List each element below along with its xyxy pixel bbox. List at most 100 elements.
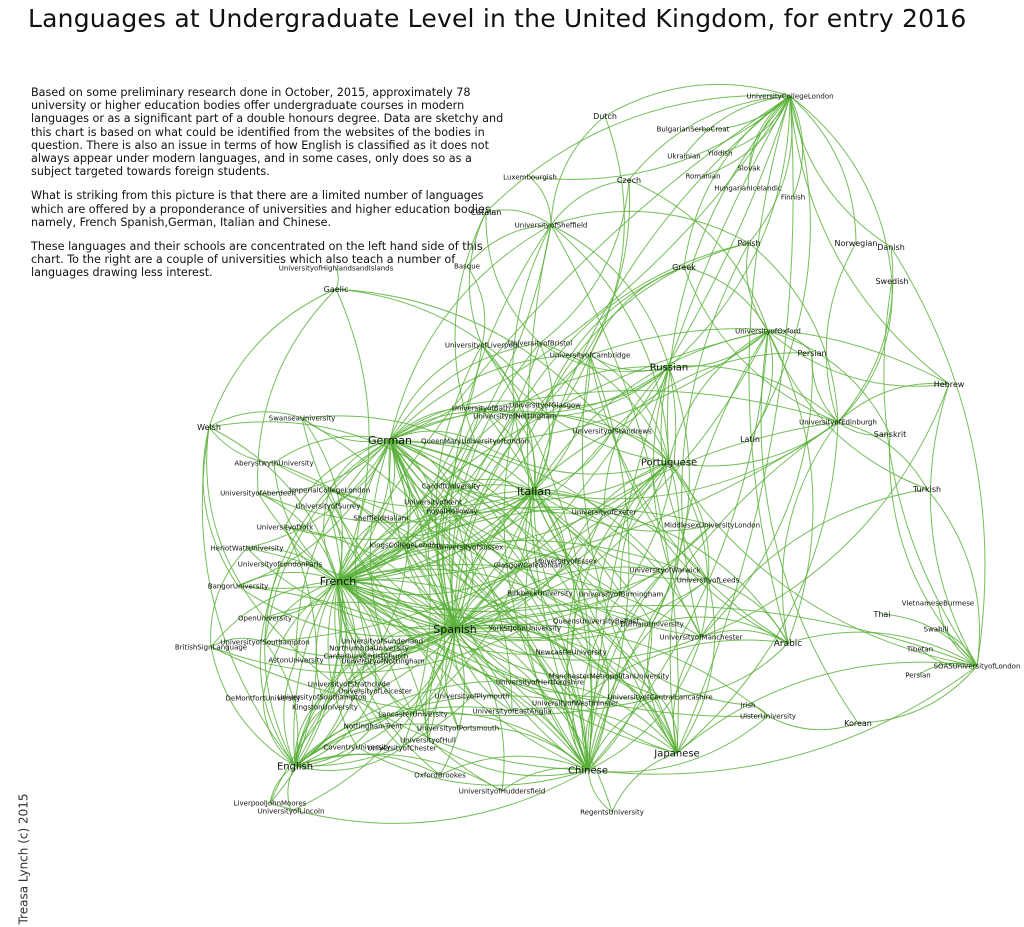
edge-cambridge-dutch	[589, 115, 625, 356]
edge-exeter-russian	[603, 366, 670, 513]
edge-oxford-russian	[668, 330, 769, 368]
edge-birkbeck-portuguese	[539, 461, 670, 594]
node-label-hebrew: Hebrew	[934, 380, 965, 389]
author-credit: Treasa Lynch (c) 2015	[16, 793, 31, 925]
edge-cardiff-chinese	[450, 485, 589, 771]
edge-southampton-french	[264, 580, 339, 643]
edge-imperial-japanese	[329, 489, 678, 754]
node-label-yiddish: Yiddish	[707, 149, 733, 157]
node-label-ucl: UniversityCollegeLondon	[746, 92, 833, 100]
node-label-surrey: UniversityofSurrey	[296, 502, 361, 510]
edge-soas-vietnamese	[937, 602, 978, 667]
edge-cardiff-italian	[450, 478, 535, 492]
node-label-swansea: SwanseaUniversity	[269, 414, 335, 422]
edge-heriotwatt-german	[246, 439, 391, 549]
edge-ucl-czech	[628, 95, 791, 181]
node-label-birkbeck: BirkbeckUniversity	[507, 589, 573, 597]
edge-southampton2-french	[315, 580, 339, 698]
edge-sheffield-french	[337, 224, 552, 582]
node-label-thai: Thai	[872, 610, 890, 619]
node-label-latin: Latin	[740, 435, 760, 444]
edge-york-german	[284, 439, 391, 528]
chart-title: Languages at Undergraduate Level in the …	[28, 4, 967, 33]
edge-sussex-spanish	[454, 546, 474, 630]
edge-ljmu-chinese	[269, 769, 589, 824]
edge-portsmouth-english	[294, 723, 459, 767]
edge-warwick-chinese	[587, 569, 666, 771]
node-label-lincoln: UniversityofLincoln	[258, 807, 325, 815]
edge-open-german	[264, 439, 391, 619]
node-label-welsh: Welsh	[197, 423, 221, 432]
edge-heriotwatt-french	[246, 547, 339, 582]
edge-kingston-english	[294, 706, 326, 767]
edge-uclan-japanese	[659, 696, 679, 754]
edge-mmu-chinese	[585, 675, 610, 771]
node-label-dutch: Dutch	[593, 112, 617, 121]
edge-cambridge-hebrew	[589, 328, 950, 385]
node-label-ulster: UlsterUniversity	[740, 712, 796, 720]
edge-mmu-italian	[533, 490, 610, 677]
node-label-romanian: Romanian	[685, 172, 720, 180]
node-label-nottingham: UniversityofNottingham	[473, 412, 557, 420]
edge-ucl-danish	[789, 95, 892, 248]
edge-bristol-catalan	[485, 211, 541, 344]
edge-ntu-french	[334, 580, 374, 727]
description-paragraph-2: What is striking from this picture is th…	[31, 189, 495, 229]
node-label-bath: UniversityofBath	[452, 404, 510, 412]
edge-hull-italian	[427, 490, 535, 741]
edge-italian-spanish	[454, 490, 535, 630]
node-label-plymouth: UniversityofPlymouth	[434, 692, 509, 700]
edge-leeds-spanish	[454, 579, 709, 639]
edge-manchester-portuguese	[668, 461, 709, 638]
node-label-catalan: Catalan	[471, 208, 502, 217]
node-label-turkish: Turkish	[912, 485, 941, 494]
edge-ucl-greek	[683, 95, 791, 268]
node-label-lancaster: LancasterUniversity	[378, 710, 448, 718]
edge-cambridge-german	[389, 354, 591, 441]
edge-oxford-greek	[683, 266, 769, 332]
edge-durham-french	[337, 580, 653, 641]
edge-italian-french	[337, 490, 535, 582]
edge-surrey-spanish	[327, 505, 456, 630]
edge-imperial-chinese	[329, 489, 589, 771]
node-label-queens: QueensUniversityBelfast	[553, 617, 639, 625]
edge-sheffield-czech	[550, 179, 630, 226]
node-label-persian: Persian	[797, 349, 826, 358]
edge-soas-turkish	[926, 488, 980, 667]
edge-sheffield-dutch	[550, 115, 606, 226]
node-label-nottingham2: UniversityofNottingham	[341, 657, 425, 665]
edge-manchester-hebrew	[700, 383, 950, 638]
edge-manchester-spanish	[454, 628, 702, 661]
edge-bangor-italian	[237, 490, 535, 589]
edge-nottingham-portuguese	[514, 413, 670, 463]
edge-westminster-chinese	[572, 702, 589, 771]
edge-queens-irish	[595, 620, 749, 706]
edge-mmu-japanese	[608, 675, 678, 754]
node-label-irish: Irish	[741, 701, 756, 709]
edge-kingston-spanish	[324, 628, 456, 708]
edge-ucl-french	[337, 95, 791, 582]
node-label-german: German	[368, 434, 412, 447]
edge-ucl-arabic	[748, 95, 791, 644]
edge-lancaster-french	[337, 580, 414, 715]
node-label-demontfort: DeMontfortUniversity	[226, 694, 301, 702]
edge-demontfort-french	[262, 580, 339, 699]
node-label-southampton: UniversityofSouthampton	[220, 638, 309, 646]
edge-ucl-ukrainian	[683, 95, 791, 157]
edge-coventry-french	[327, 580, 358, 748]
node-label-brookes: OxfordBrookes	[414, 771, 466, 779]
edge-nottingham-spanish	[451, 415, 516, 630]
node-label-newcastle: NewcastleUniversity	[535, 648, 606, 656]
edge-durham-portuguese	[651, 461, 680, 625]
node-label-oxford: UniversityofOxford	[735, 327, 801, 335]
edge-bath-russian	[480, 366, 670, 414]
node-label-portuguese: Portuguese	[641, 458, 697, 469]
edge-qmul-german	[389, 430, 476, 442]
edge-aberystwyth-german	[273, 435, 391, 464]
edge-sussex-italian	[469, 490, 535, 548]
edge-qmul-portuguese	[474, 440, 670, 475]
edge-huddersfield-english	[294, 753, 503, 792]
node-label-japanese: Japanese	[653, 749, 699, 760]
edge-durham-chinese	[587, 623, 653, 771]
edge-standrews-persian	[611, 352, 813, 432]
